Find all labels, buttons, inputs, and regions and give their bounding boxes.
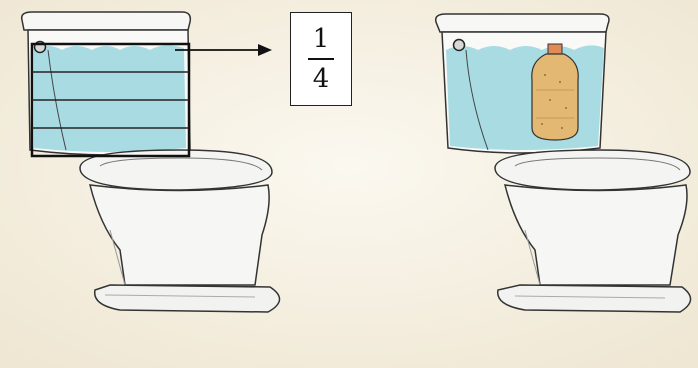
right-seat <box>494 149 691 191</box>
fraction-bar <box>308 58 334 60</box>
fraction-denominator: 4 <box>312 64 330 94</box>
right-toilet <box>434 13 692 313</box>
right-flush-handle <box>452 38 466 52</box>
water-bottle <box>531 43 579 141</box>
fraction-numerator: 1 <box>312 24 330 54</box>
right-tank-water <box>446 45 604 150</box>
left-tank-lid <box>20 11 192 31</box>
right-flush-chain <box>465 49 489 151</box>
right-tank-lid <box>434 13 610 33</box>
left-tank-water <box>34 45 186 152</box>
right-bowl <box>504 184 688 286</box>
left-pedestal <box>93 284 281 313</box>
fraction-label: 1 4 <box>290 12 352 106</box>
left-toilet <box>20 11 281 313</box>
left-bowl <box>89 184 270 286</box>
right-pedestal <box>497 284 692 313</box>
pointer-arrow-head <box>258 44 272 56</box>
